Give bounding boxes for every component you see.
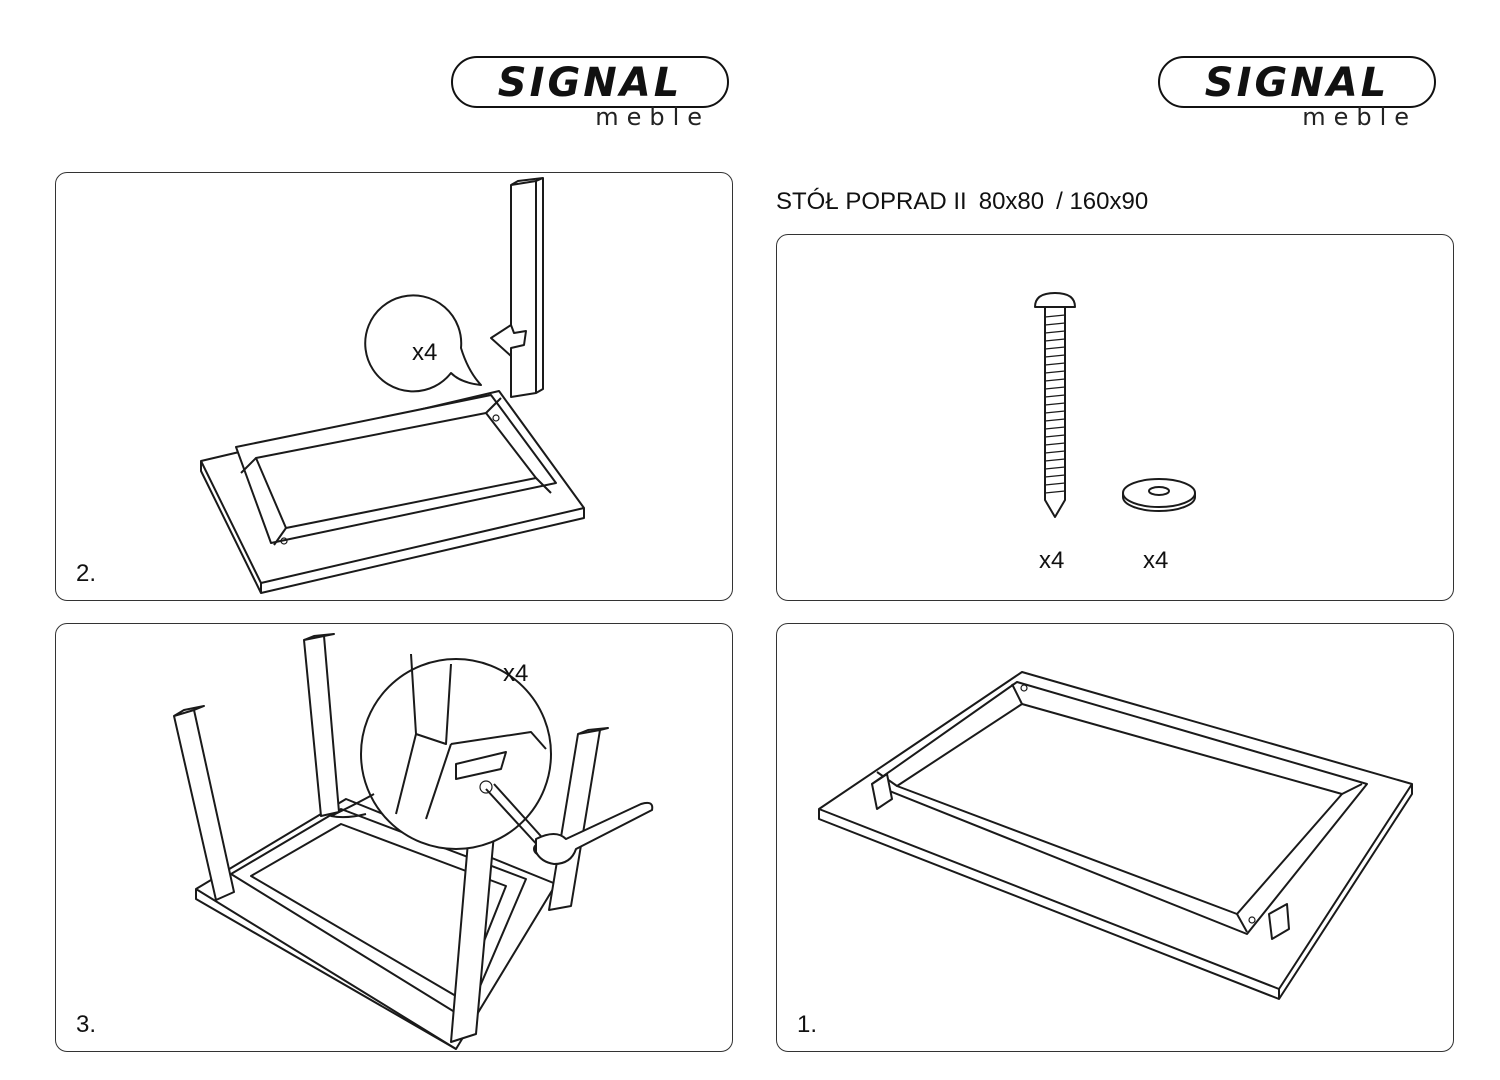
parts-panel: x4 x4: [776, 234, 1454, 601]
logo-oval-frame: [1158, 56, 1436, 108]
parts-illustration: [1034, 292, 1196, 518]
product-name: STÓŁ POPRAD II: [776, 188, 967, 215]
step-1-label: 1.: [797, 1011, 818, 1038]
step-2-panel: x4 2.: [55, 172, 733, 601]
bolt-quantity: x4: [1039, 547, 1065, 574]
size-primary: 80x80: [978, 188, 1045, 215]
step-2-callout-quantity: x4: [412, 339, 438, 366]
step-3-panel: x4 3.: [55, 623, 733, 1052]
logo-sub-text: meble: [1302, 103, 1417, 131]
step-3-illustration: [173, 633, 654, 1050]
logo-oval-frame: [451, 56, 729, 108]
step-1-panel: 1.: [776, 623, 1454, 1052]
step-1-illustration: [818, 671, 1413, 1000]
signal-logo-right: SIGNAL meble: [1157, 55, 1447, 135]
washer-quantity: x4: [1143, 547, 1169, 574]
step-2-label: 2.: [76, 560, 97, 587]
step-3-label: 3.: [76, 1011, 97, 1038]
logo-sub-text: meble: [595, 103, 710, 131]
logo-brand-text: SIGNAL: [497, 60, 683, 106]
signal-logo-left: SIGNAL meble: [450, 55, 740, 135]
step-2-illustration: [200, 177, 585, 594]
washer-icon: [1122, 478, 1196, 508]
bolt-icon: [1034, 292, 1076, 308]
logo-brand-text: SIGNAL: [1204, 60, 1390, 106]
product-title: STÓŁ POPRAD II 80x80 / 160x90: [776, 188, 1160, 216]
size-secondary: / 160x90: [1056, 188, 1149, 215]
step-3-callout-quantity: x4: [503, 660, 529, 687]
